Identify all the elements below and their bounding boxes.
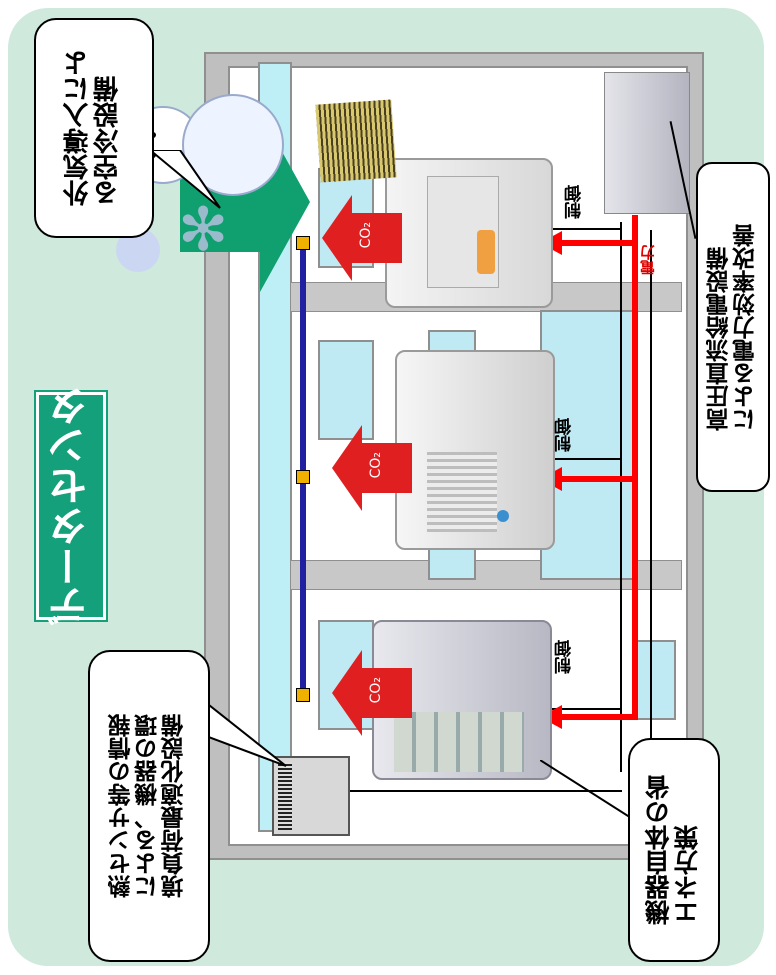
callout-device-text: 機器自体の省エネ方策 (644, 775, 702, 925)
control-line-3 (540, 708, 622, 710)
control-label-top: 制御 (565, 185, 585, 219)
callout-tail-sensor (190, 690, 287, 767)
window-6 (636, 640, 676, 720)
sensor-node-3 (296, 688, 310, 702)
window-2 (318, 340, 374, 440)
control-label-bottom: 制御 (555, 640, 575, 674)
callout-sensor: 熱センサ等の情報による、機器の環境負荷最適化設備 (88, 650, 210, 962)
co2-arrow-bottom (332, 650, 412, 736)
hvdc-rack-image (604, 72, 690, 214)
control-line-vertical (650, 230, 652, 790)
server-middle-vent (427, 452, 497, 532)
title-box: データセンタ (36, 386, 106, 626)
callout-device: 機器自体の省エネ方策 (628, 738, 720, 962)
callout-hvdc-text: 高圧直流給電設備による電力効率改善 (706, 223, 759, 431)
callout-tail-outside-air (150, 150, 221, 209)
power-line-3 (560, 714, 636, 720)
page-title: データセンタ (48, 386, 94, 626)
control-label-middle: 制御 (555, 418, 575, 452)
server-middle-power-button (497, 510, 509, 522)
server-top (385, 158, 553, 308)
thermal-map-image (315, 99, 397, 183)
power-line-1 (560, 240, 636, 246)
co2-arrow-top (322, 195, 402, 281)
co2-label-bottom: CO₂ (368, 677, 384, 704)
co2-arrow-middle (332, 425, 412, 511)
server-middle (395, 350, 555, 550)
callout-outside-air: 外気導入による空冷設備 (34, 18, 154, 238)
sensor-wire (282, 790, 622, 792)
server-top-led (477, 230, 495, 274)
control-line-vertical-2 (620, 222, 622, 772)
power-label: 電力 (639, 245, 657, 275)
power-line-vertical (632, 215, 638, 720)
callout-sensor-text: 熱センサ等の情報による、機器の環境負荷最適化設備 (109, 714, 189, 898)
co2-label-top: CO₂ (358, 222, 374, 249)
callout-outside-air-text: 外気導入による空冷設備 (63, 50, 123, 206)
co2-label-middle: CO₂ (368, 452, 384, 479)
sensor-board-image (272, 756, 350, 836)
server-bottom-rack (394, 712, 524, 772)
power-line-2 (560, 476, 636, 482)
sensor-node-1 (296, 236, 310, 250)
sensor-board-connector (278, 762, 292, 830)
sensor-node-2 (296, 470, 310, 484)
control-line-2 (540, 458, 622, 460)
control-line-1 (550, 228, 622, 230)
callout-hvdc: 高圧直流給電設備による電力効率改善 (696, 162, 770, 492)
